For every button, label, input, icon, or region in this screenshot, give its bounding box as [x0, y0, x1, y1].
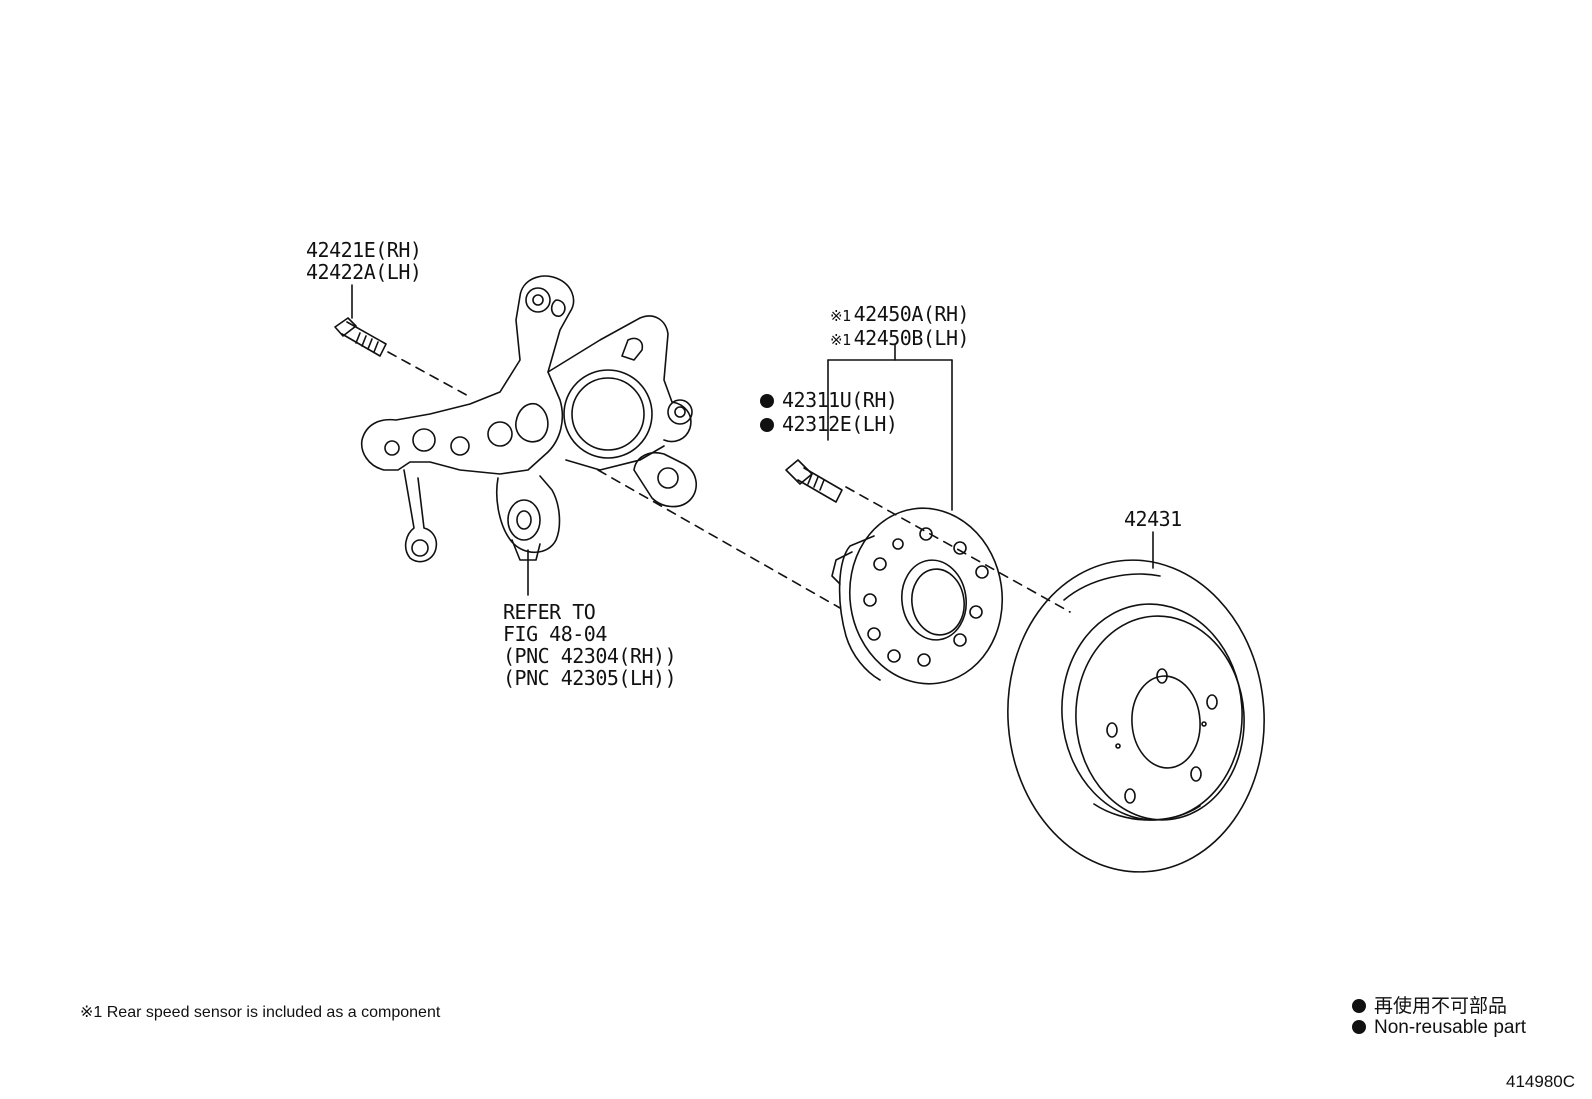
- footnote: ※1 Rear speed sensor is included as a co…: [80, 1004, 441, 1021]
- note-reference-mark: ※1: [830, 307, 851, 325]
- note-reference-mark: ※1: [830, 331, 851, 349]
- refer-line-2: FIG 48-04: [503, 622, 607, 646]
- non-reusable-dot-icon: [1352, 1020, 1366, 1034]
- legend-japanese-text: 再使用不可部品: [1374, 996, 1508, 1017]
- legend-english: Non-reusable part: [1352, 1017, 1526, 1039]
- knuckle-bolt: [334, 317, 387, 357]
- figure-id: 414980C: [1506, 1072, 1576, 1091]
- brake-disc: [1007, 559, 1265, 873]
- hub-lh-part-number: 42450B(LH): [853, 326, 970, 350]
- hub-bearing-assembly: [831, 507, 1004, 685]
- refer-line-3: (PNC 42304(RH)): [503, 644, 677, 668]
- legend-english-text: Non-reusable part: [1374, 1017, 1527, 1038]
- non-reusable-dot-icon: [760, 418, 774, 432]
- stud-lh-label: 42312E(LH): [760, 412, 898, 436]
- refer-line-1: REFER TO: [503, 600, 596, 624]
- bolt-rh-label: 42421E(RH): [306, 238, 422, 262]
- non-reusable-dot-icon: [760, 394, 774, 408]
- rear-axle-carrier: [360, 275, 697, 563]
- non-reusable-dot-icon: [1352, 999, 1366, 1013]
- bolt-lh-label: 42422A(LH): [306, 260, 422, 284]
- disc-label: 42431: [1124, 507, 1182, 531]
- stud-rh-part-number: 42311U(RH): [782, 388, 898, 412]
- legend-japanese: 再使用不可部品: [1352, 991, 1507, 1018]
- stud-rh-label: 42311U(RH): [760, 388, 898, 412]
- stud-lh-part-number: 42312E(LH): [782, 412, 898, 436]
- hub-bolt: [785, 459, 843, 503]
- leader-lines: [351, 284, 1154, 613]
- refer-line-4: (PNC 42305(LH)): [503, 666, 677, 690]
- hub-rh-part-number: 42450A(RH): [853, 302, 970, 326]
